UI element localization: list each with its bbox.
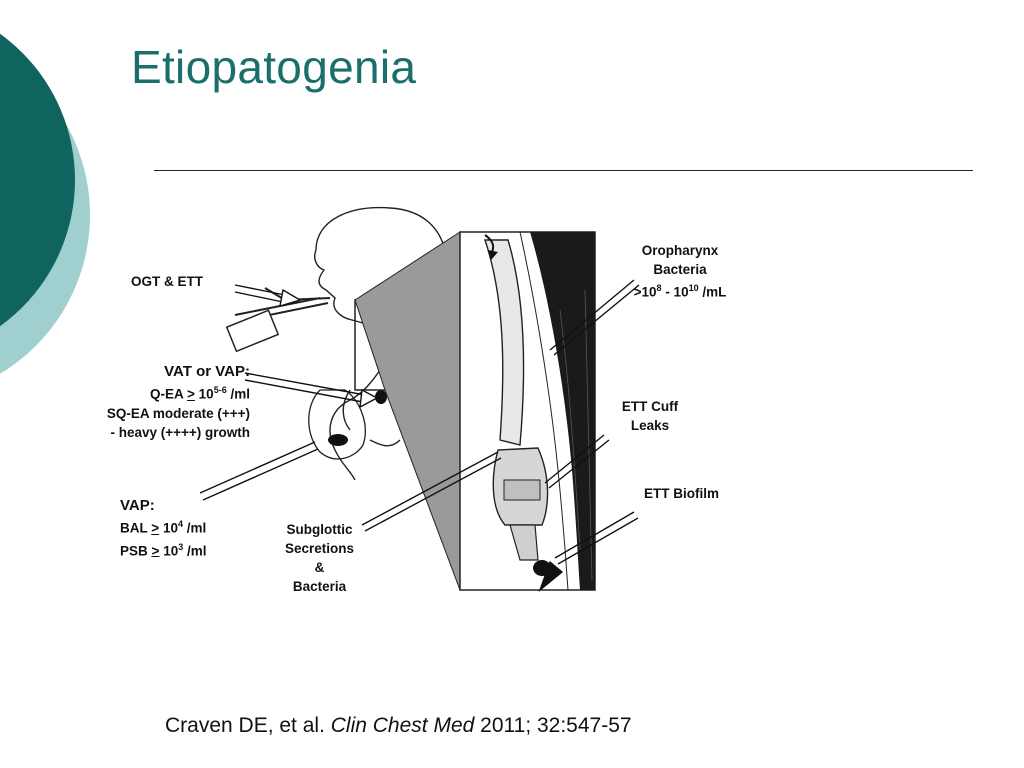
oropharynx-mid: - 10 (661, 284, 689, 300)
vap-psb-exp: 3 (178, 541, 184, 552)
lung-lesion (328, 434, 348, 446)
vap-psb-unit: /ml (187, 543, 207, 558)
oropharynx-line1: Oropharynx (641, 243, 719, 258)
label-vat-vap: VAT or VAP: Q-EA > 105-6 /ml SQ-EA moder… (84, 362, 250, 442)
vat-vap-symbol: > (187, 386, 195, 402)
citation-journal: Clin Chest Med (330, 714, 475, 737)
oropharynx-line2: Bacteria (653, 262, 707, 277)
decorative-circles (0, 33, 90, 374)
citation-authors: Craven DE, et al. (165, 714, 325, 737)
vat-vap-line2: Q-EA > 105-6 /ml (84, 381, 250, 404)
vat-vap-line3: SQ-EA moderate (+++) (106, 405, 250, 421)
oropharynx-gt10: >10 (633, 284, 657, 300)
oropharynx-exp1: 8 (656, 283, 662, 293)
vap-bal-unit: /ml (186, 520, 207, 536)
citation: Craven DE, et al. Clin Chest Med 2011; 3… (165, 714, 632, 738)
vap-psb-prefix: PSB (120, 543, 148, 558)
vap-psb-value: 10 (163, 543, 179, 558)
label-oropharynx: Oropharynx Bacteria >108 - 1010 /mL (620, 241, 740, 302)
vat-vap-unit: /ml (230, 386, 250, 402)
vap-bal: BAL > 104 /ml (120, 515, 207, 538)
vap-bal-prefix: BAL (120, 520, 148, 536)
subglottic-line3: & (314, 560, 325, 575)
vap-bal-exp: 4 (177, 519, 183, 529)
dark-teal-circle (0, 33, 75, 327)
label-ett-cuff: ETT Cuff Leaks (610, 397, 690, 435)
pointer-arrows (199, 279, 640, 593)
vap-psb-symbol: > (151, 543, 160, 558)
vat-vap-value: 10 (198, 386, 214, 402)
label-ett-biofilm: ETT Biofilm (644, 484, 719, 503)
oropharynx-line3: >108 - 1010 /mL (620, 279, 740, 302)
vap-line1: VAP: (120, 497, 155, 514)
biofilm-text: ETT Biofilm (644, 486, 719, 501)
zoom-projection (354, 231, 461, 591)
vat-vap-line1: VAT or VAP: (164, 363, 250, 380)
subglottic-line4: Bacteria (292, 579, 347, 594)
vat-vap-exp: 5-6 (213, 385, 227, 395)
detail-panel (459, 231, 596, 591)
cuff-line1: ETT Cuff (621, 399, 679, 414)
label-vap: VAP: BAL > 104 /ml PSB > 103 /ml (120, 496, 207, 560)
label-ogt-ett: OGT & ETT (131, 272, 203, 291)
cuff-line2: Leaks (630, 418, 670, 433)
pathogenesis-illustration (199, 206, 640, 593)
subglottic-spot (375, 390, 387, 404)
label-ogt-ett-text: OGT & ETT (131, 274, 203, 289)
label-subglottic: Subglottic Secretions & Bacteria (272, 520, 367, 596)
slide-title: Etiopatogenia (131, 41, 417, 93)
tube-connector (225, 309, 280, 353)
vat-vap-line4: - heavy (++++) growth (110, 424, 250, 440)
oropharynx-unit: /mL (698, 284, 727, 300)
vap-bal-symbol: > (151, 520, 160, 536)
subglottic-line2: Secretions (284, 541, 355, 556)
vap-bal-value: 10 (162, 520, 178, 536)
vat-vap-qea: Q-EA (150, 386, 184, 402)
citation-details: 2011; 32:547-57 (480, 714, 632, 737)
vap-psb: PSB > 103 /ml (120, 538, 207, 561)
title-divider (154, 170, 973, 171)
subglottic-line1: Subglottic (286, 522, 353, 537)
oropharynx-exp2: 10 (688, 283, 699, 293)
